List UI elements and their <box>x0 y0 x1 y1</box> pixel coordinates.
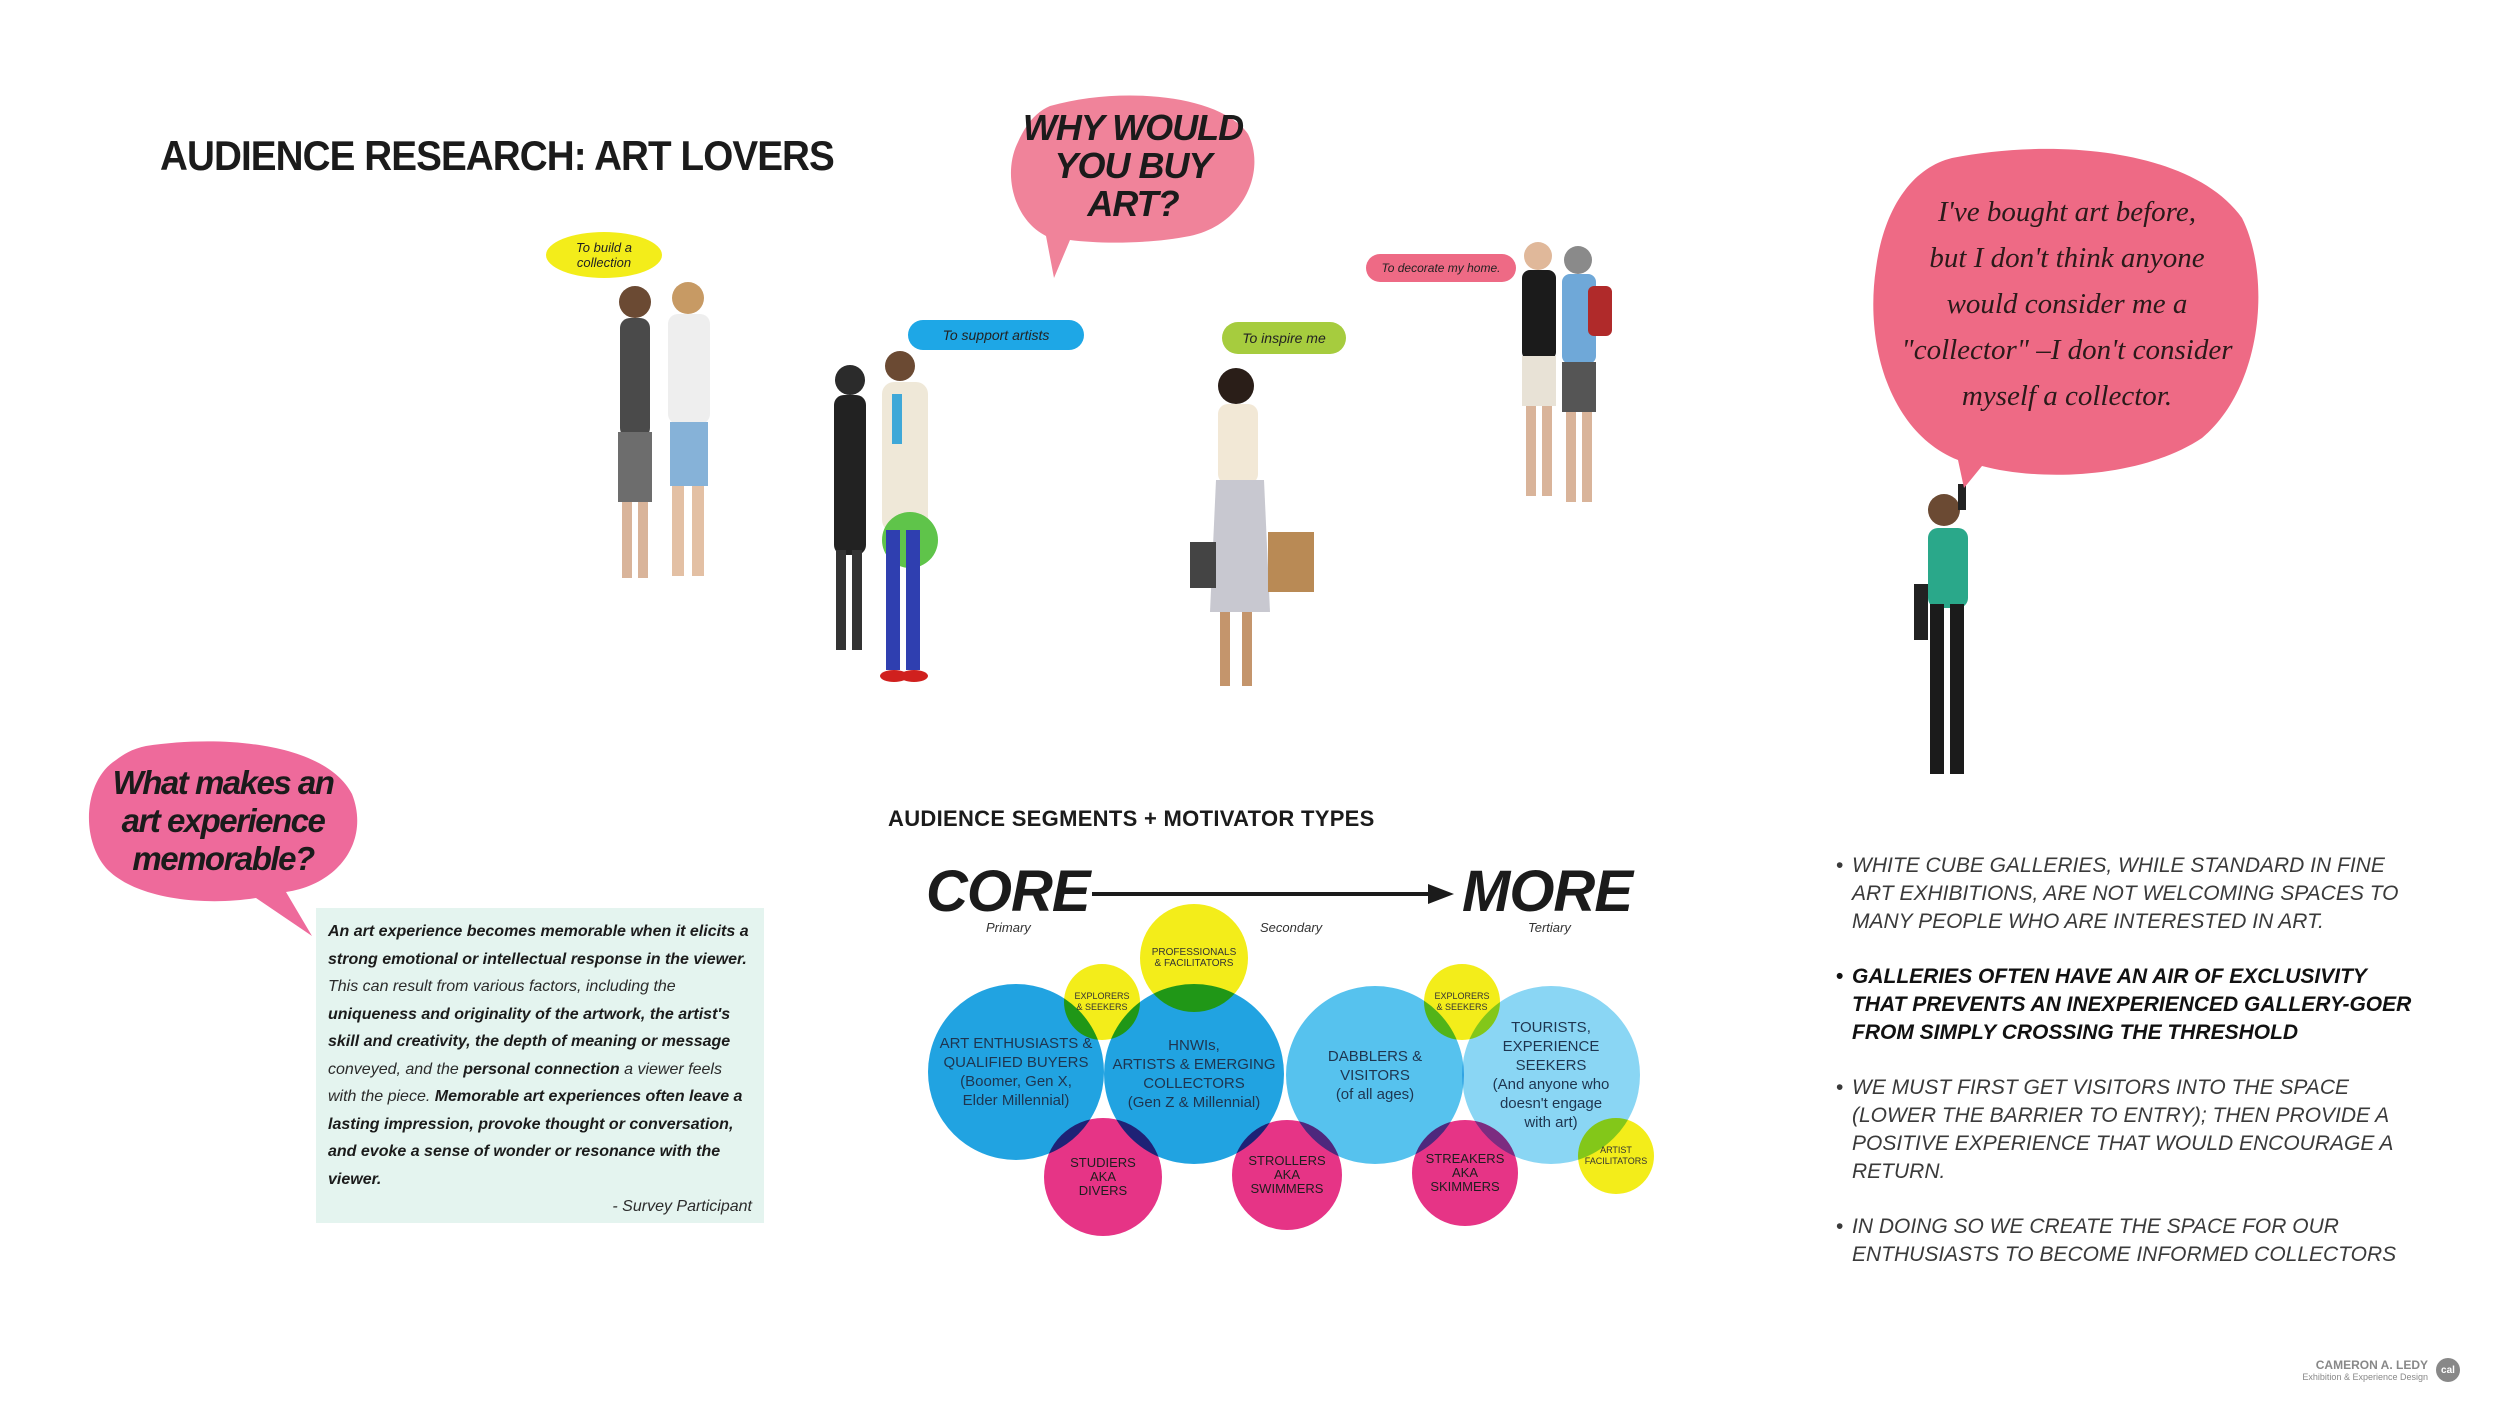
motivator-studiers-text: STUDIERS AKA DIVERS <box>1070 1155 1136 1198</box>
motivator-professionals-text: PROFESSIONALS & FACILITATORS <box>1151 947 1237 969</box>
tier-secondary: Secondary <box>1260 920 1323 935</box>
motivator-artist-facilitators-text: ARTIST FACILITATORS <box>1584 1145 1648 1166</box>
page-title: AUDIENCE RESEARCH: ART LOVERS <box>160 132 835 179</box>
motivator-explorers-2: EXPLORERS & SEEKERS <box>1424 964 1500 1040</box>
motivation-support-text: To support artists <box>942 327 1050 343</box>
motivation-bubble-support: To support artists <box>908 320 1084 350</box>
motivator-studiers: STUDIERS AKA DIVERS <box>1044 1118 1162 1236</box>
quote-part-2: This can result from various factors, in… <box>328 978 676 995</box>
collector-bubble-shape <box>1873 148 2259 488</box>
quote-part-1: An art experience becomes memorable when… <box>328 923 749 968</box>
designer-role: Exhibition & Experience Design <box>2302 1372 2428 1382</box>
quote-part-4: conveyed, and the <box>328 1060 464 1078</box>
question-bubble: WHY WOULD YOU BUY ART? <box>1010 94 1256 278</box>
insight-bullets: White cube galleries, while standard in … <box>1836 852 2416 1296</box>
core-more-arrow <box>1092 884 1454 904</box>
bullet-item: We must first get visitors into the spac… <box>1836 1074 2416 1186</box>
motivator-streakers: STREAKERS AKA SKIMMERS <box>1412 1120 1518 1226</box>
quote-part-7: Memorable art experiences often leave a … <box>328 1088 743 1188</box>
shopper-figure <box>1190 368 1314 686</box>
motivation-decorate-text: To decorate my home. <box>1381 261 1501 275</box>
more-label: MORE <box>1462 859 1633 924</box>
core-label: CORE <box>926 859 1091 924</box>
memorable-bubble: What makes an art experience memorable? <box>86 740 360 936</box>
motivator-explorers-1: EXPLORERS & SEEKERS <box>1064 964 1140 1040</box>
motivation-collection-text: To build a collection <box>576 240 632 270</box>
memorable-text: What makes an art experience memorable? <box>112 764 335 877</box>
designer-logo-text: cal <box>2441 1364 2455 1376</box>
quote-attribution: - Survey Participant <box>612 1198 752 1215</box>
motivation-bubble-collection: To build a collection <box>546 232 662 278</box>
motivation-bubble-decorate: To decorate my home. <box>1366 254 1516 282</box>
motivator-explorers-1-text: EXPLORERS & SEEKERS <box>1074 991 1130 1012</box>
segment-tourists-text: TOURISTS, EXPERIENCE SEEKERS (And anyone… <box>1492 1019 1610 1131</box>
designer-name: CAMERON A. LEDY <box>2315 1358 2428 1372</box>
survey-quote-box: An art experience becomes memorable when… <box>316 908 764 1223</box>
motivator-artist-facilitators: ARTIST FACILITATORS <box>1578 1118 1654 1194</box>
collector-quote-text: I've bought art before, but I don't thin… <box>1901 196 2233 412</box>
bullet-item: Galleries often have an air of exclusivi… <box>1836 963 2416 1047</box>
quote-part-3: uniqueness and originality of the artwor… <box>328 1005 731 1051</box>
bullet-item: In doing so we create the space for our … <box>1836 1213 2416 1269</box>
tier-primary: Primary <box>986 920 1031 935</box>
memorable-bubble-shape <box>88 741 358 936</box>
motivation-inspire-text: To inspire me <box>1242 330 1326 346</box>
collector-quote-bubble: I've bought art before, but I don't thin… <box>1872 148 2262 488</box>
segment-hnwis-text: HNWIs, ARTISTS & EMERGING COLLECTORS (Ge… <box>1112 1037 1276 1111</box>
question-text: WHY WOULD YOU BUY ART? <box>1022 107 1244 224</box>
designer-credit: CAMERON A. LEDY Exhibition & Experience … <box>2302 1358 2460 1382</box>
motivator-streakers-text: STREAKERS AKA SKIMMERS <box>1425 1151 1505 1194</box>
motivator-strollers-text: STROLLERS AKA SWIMMERS <box>1248 1153 1326 1196</box>
segments-title: AUDIENCE SEGMENTS + MOTIVATOR TYPES <box>888 806 1375 831</box>
question-bubble-shape <box>1010 95 1255 278</box>
photographer-figure <box>1914 484 1968 774</box>
couple-figure <box>618 282 710 578</box>
designer-logo-icon: cal <box>2436 1358 2460 1382</box>
quote-part-5: personal connection <box>463 1060 620 1078</box>
older-couple-figure <box>834 351 938 682</box>
motivator-strollers: STROLLERS AKA SWIMMERS <box>1232 1120 1342 1230</box>
tier-tertiary: Tertiary <box>1528 920 1571 935</box>
segment-dabblers-text: DABBLERS & VISITORS (of all ages) <box>1327 1047 1423 1103</box>
map-readers-figure <box>1522 242 1612 502</box>
motivator-professionals: PROFESSIONALS & FACILITATORS <box>1140 904 1248 1012</box>
bullet-item: White cube galleries, while standard in … <box>1836 852 2416 936</box>
motivation-bubble-inspire: To inspire me <box>1222 322 1346 354</box>
quote-part-6: a viewer feels with the piece. <box>328 1060 722 1106</box>
motivator-explorers-2-text: EXPLORERS & SEEKERS <box>1434 991 1490 1012</box>
segment-art-enthusiasts-text: ART ENTHUSIASTS & QUALIFIED BUYERS (Boom… <box>939 1035 1093 1109</box>
